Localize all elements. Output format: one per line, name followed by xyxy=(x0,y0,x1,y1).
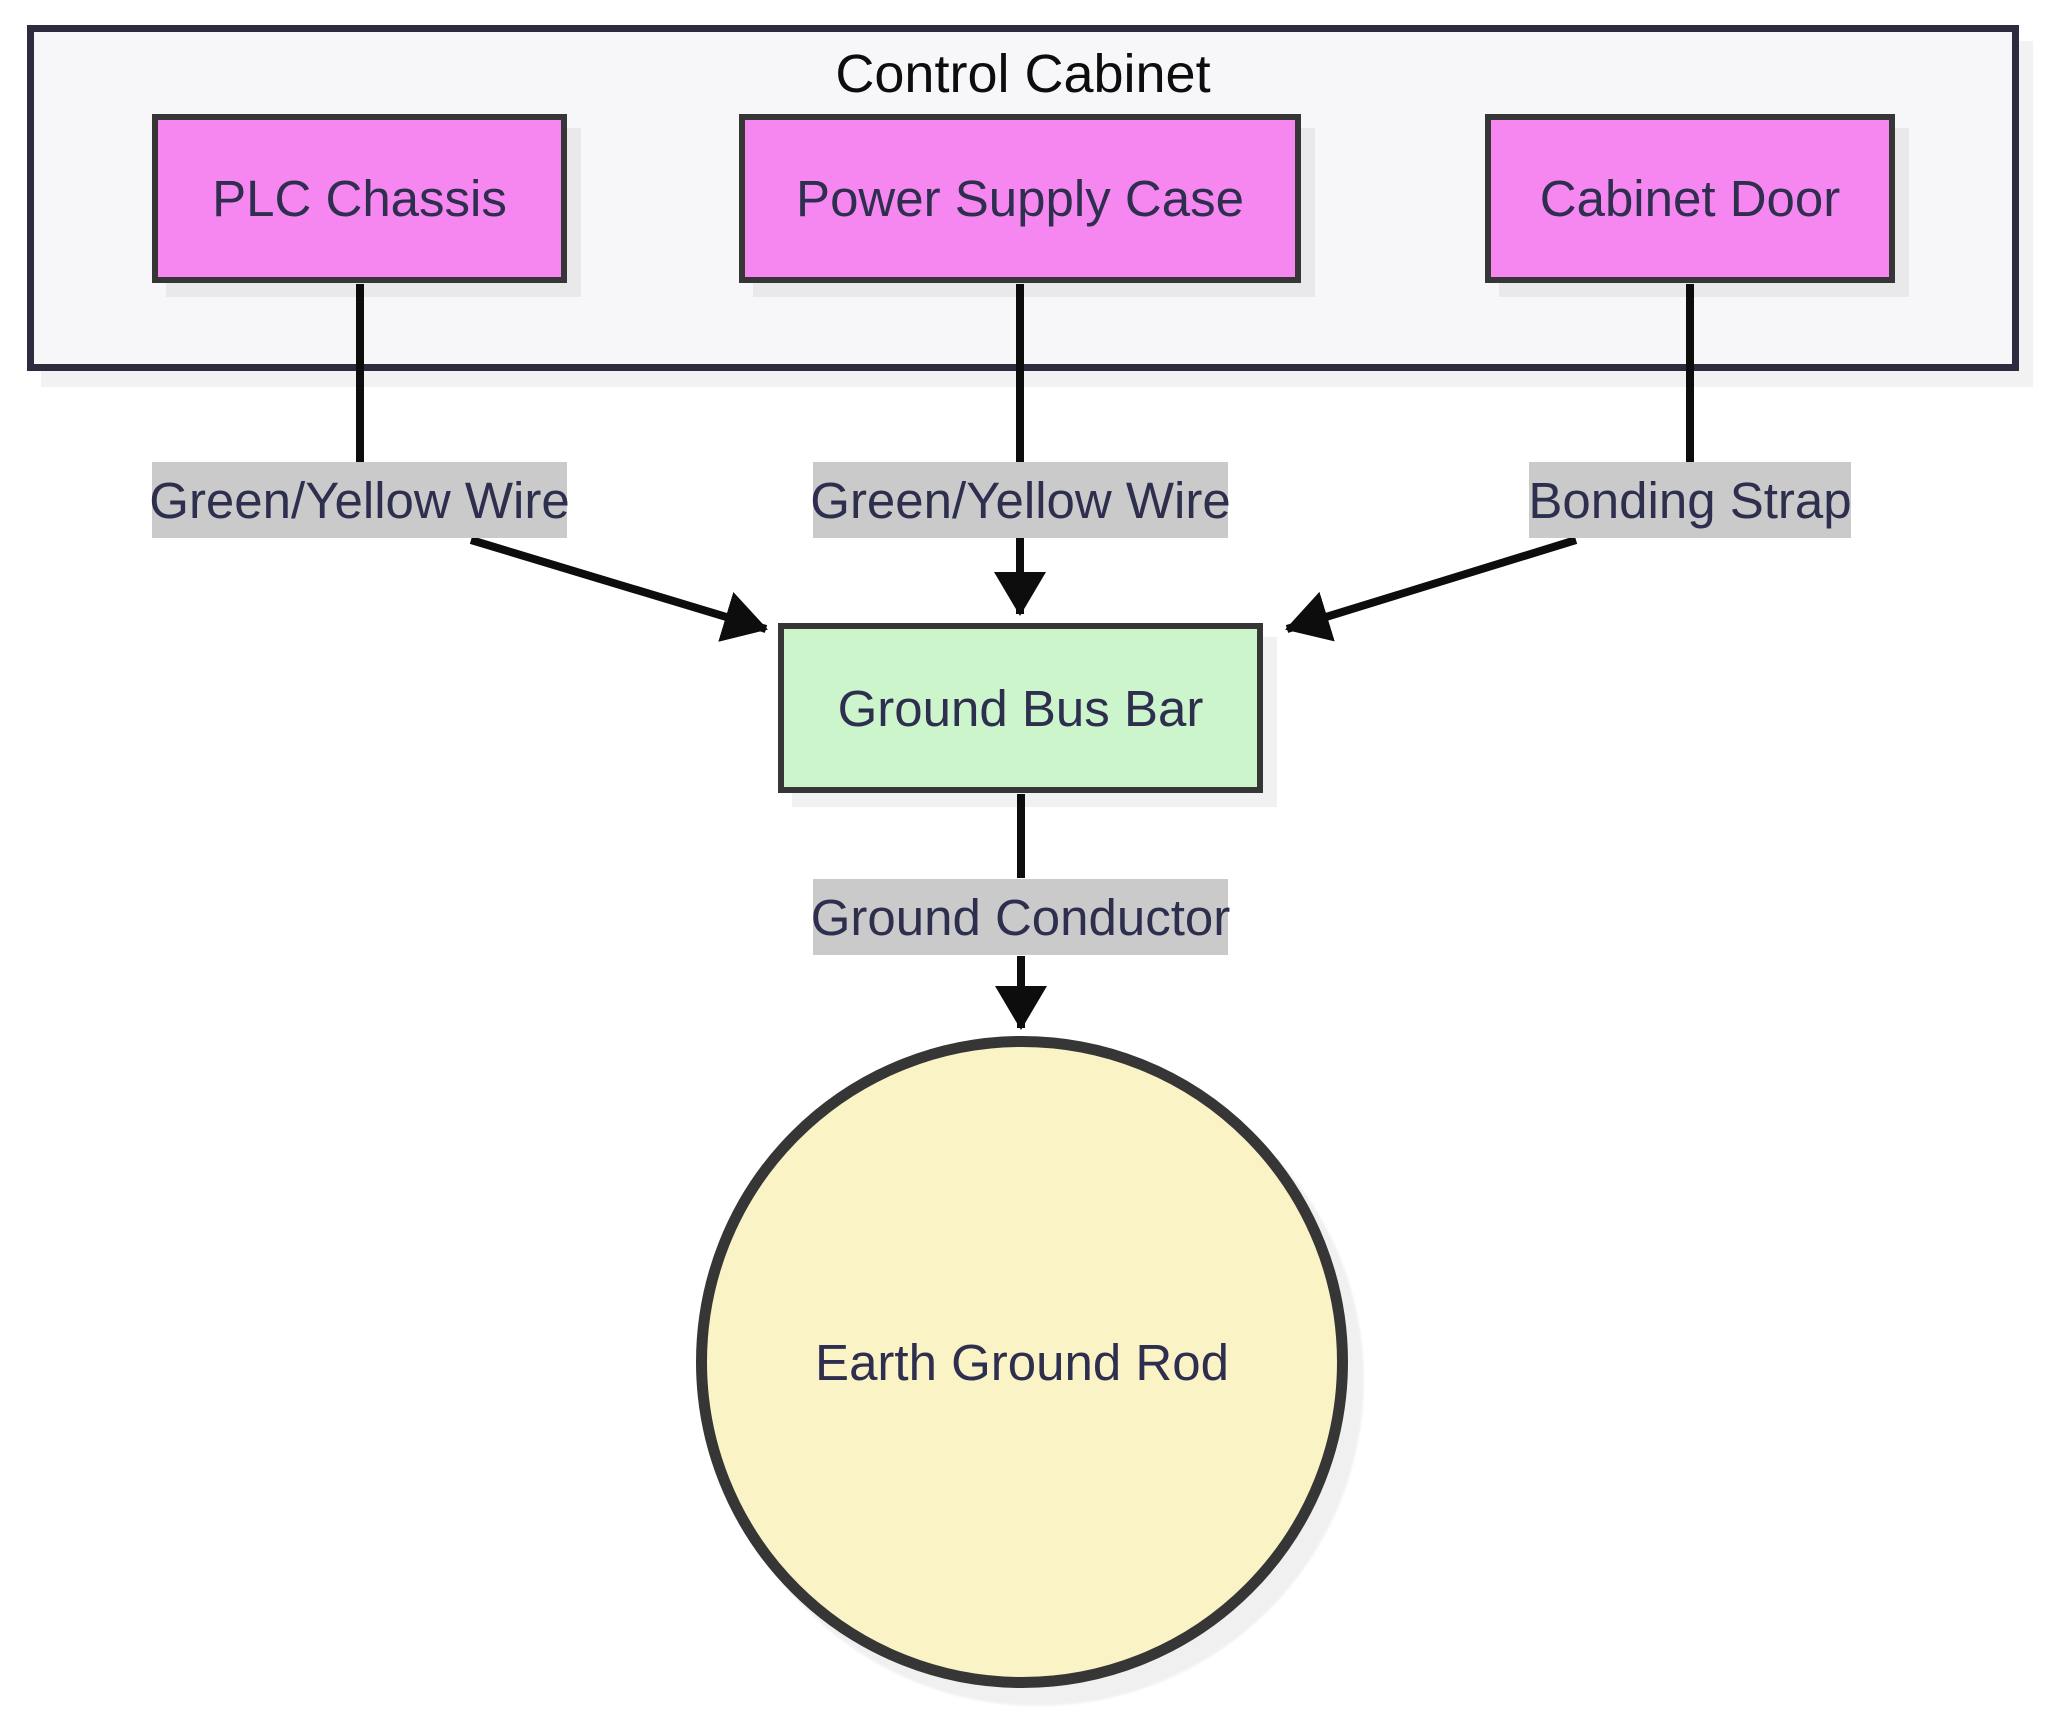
edge-door-to-bus-arrow xyxy=(1285,536,1578,642)
edge-label-green-yellow-wire-2: Green/Yellow Wire xyxy=(810,462,1231,538)
edge-plc-to-bus-arrow xyxy=(469,536,768,642)
node-label: Power Supply Case xyxy=(796,170,1244,227)
node-label: Cabinet Door xyxy=(1539,170,1841,227)
node-label: PLC Chassis xyxy=(212,170,507,227)
node-power-supply-case: Power Supply Case xyxy=(739,114,1301,283)
edge-label-bonding-strap: Bonding Strap xyxy=(1528,462,1852,538)
edge-label-text: Green/Yellow Wire xyxy=(149,471,570,529)
node-earth-ground-rod: Earth Ground Rod xyxy=(696,1036,1348,1688)
node-ground-bus-bar: Ground Bus Bar xyxy=(778,623,1263,793)
edge-label-green-yellow-wire-1: Green/Yellow Wire xyxy=(149,462,570,538)
edge-label-text: Bonding Strap xyxy=(1528,471,1852,529)
node-label: Earth Ground Rod xyxy=(815,1333,1229,1391)
node-cabinet-door: Cabinet Door xyxy=(1485,114,1895,283)
edge-label-text: Green/Yellow Wire xyxy=(810,471,1231,529)
node-label: Ground Bus Bar xyxy=(837,679,1204,737)
node-plc-chassis: PLC Chassis xyxy=(152,114,567,283)
edge-label-ground-conductor: Ground Conductor xyxy=(810,879,1231,955)
cluster-title: Control Cabinet xyxy=(835,44,1211,104)
edge-label-text: Ground Conductor xyxy=(810,888,1231,946)
